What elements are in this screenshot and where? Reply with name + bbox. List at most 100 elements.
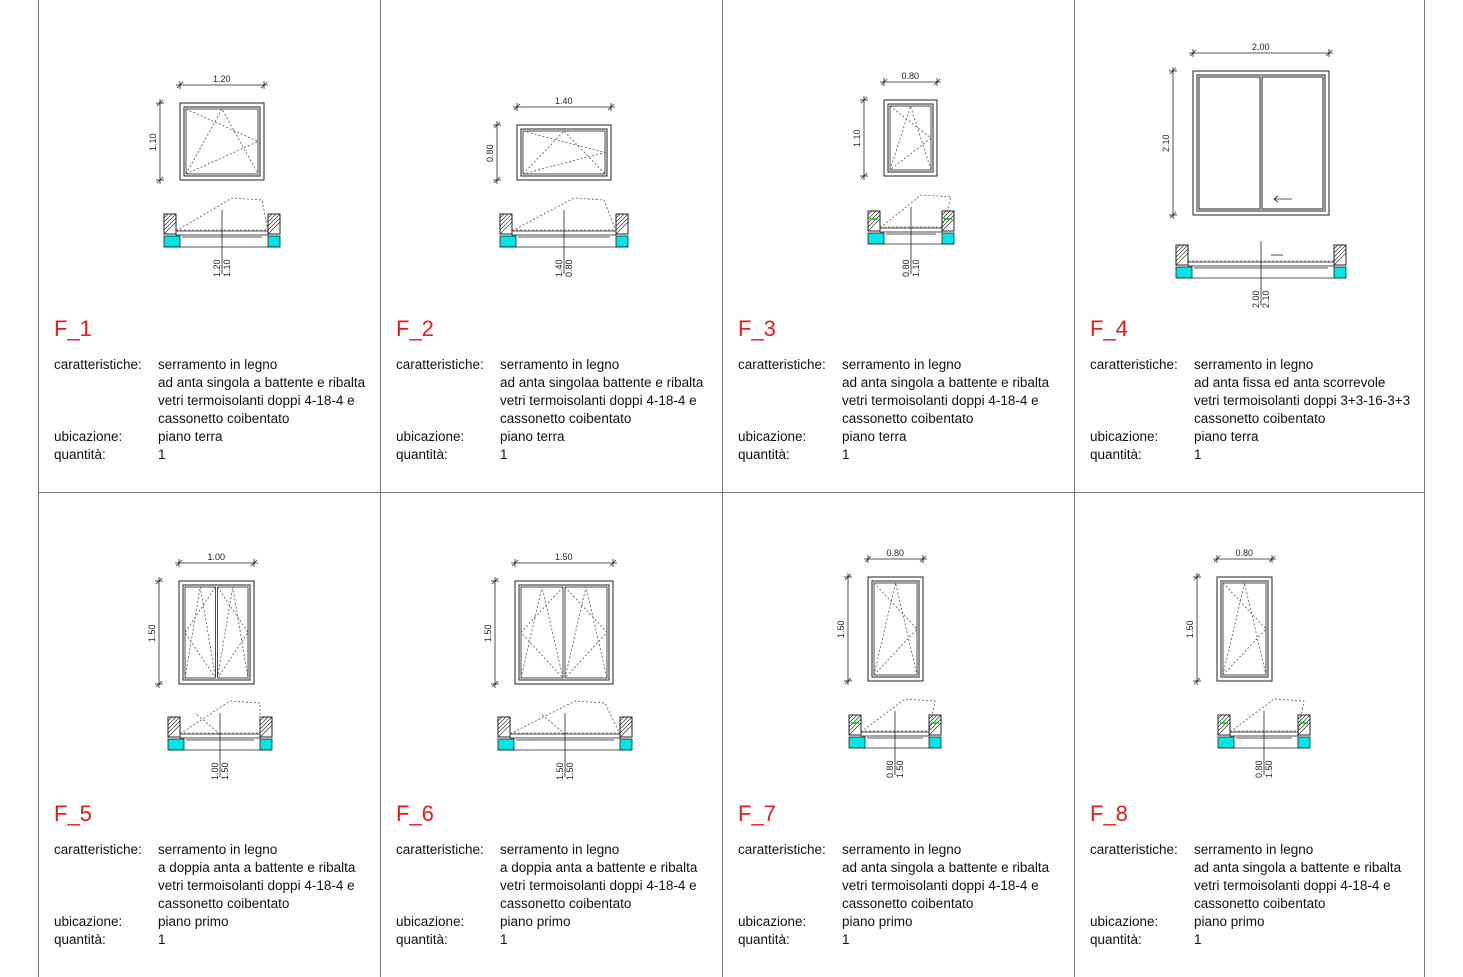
insulation-block: [267, 235, 281, 248]
window-drawing: [493, 103, 629, 274]
insulation-block: [941, 232, 955, 245]
height-label: 1.10: [148, 132, 158, 151]
label-ubicazione: ubicazione:: [1090, 429, 1159, 444]
label-caratteristiche: caratteristiche:: [54, 842, 142, 857]
swing-line: [185, 108, 259, 175]
insulation-block: [499, 235, 517, 248]
window-code: F_3: [738, 316, 776, 341]
section-label-width: 1.50: [555, 762, 565, 780]
description-line: vetri termoisolanti doppi 4-18-4 e: [500, 878, 697, 893]
label-ubicazione: ubicazione:: [54, 429, 123, 444]
description-line: serramento in legno: [158, 357, 278, 372]
description-line: ad anta singolaa battente e ribalta: [500, 375, 704, 390]
label-caratteristiche: caratteristiche:: [396, 357, 484, 372]
height-label: 1.10: [852, 129, 862, 147]
wall-section: [1175, 244, 1189, 266]
description-line: ad anta singola a battente e ribalta: [842, 860, 1050, 875]
insulation-block: [259, 738, 273, 751]
window-frame-outer: [883, 99, 938, 177]
quantity-value: 1: [1194, 932, 1202, 947]
window-frame-inner: [1196, 74, 1326, 212]
description-line: serramento in legno: [1194, 842, 1314, 857]
wall-section: [867, 210, 881, 232]
wall-section: [497, 716, 511, 738]
window-frame-inner: [182, 584, 251, 681]
tilt-line: [1222, 582, 1267, 676]
label-caratteristiche: caratteristiche:: [738, 357, 826, 372]
insulation-block: [848, 736, 866, 749]
insulation-block: [1297, 736, 1311, 749]
tilt-line: [520, 586, 564, 679]
swing-arc: [1229, 698, 1305, 733]
description-line: cassonetto coibentato: [158, 896, 290, 911]
description-line: vetri termoisolanti doppi 4-18-4 e: [158, 393, 355, 408]
quantity-value: 1: [500, 932, 508, 947]
description-line: cassonetto coibentato: [158, 411, 290, 426]
insulation-block: [619, 738, 633, 751]
window-drawing: [1169, 49, 1347, 305]
section-label-width: 0.80: [885, 760, 895, 778]
window-frame-inner: [887, 103, 934, 173]
sash: [564, 586, 608, 679]
tilt-line: [564, 586, 608, 679]
window-frame-inner: [183, 106, 261, 177]
wall-section: [267, 213, 281, 235]
sash: [522, 130, 606, 175]
description-line: serramento in legno: [500, 842, 620, 857]
width-label: 1.40: [555, 96, 573, 106]
swing-line: [522, 130, 607, 175]
insulation-block: [1333, 266, 1347, 279]
window-frame-outer: [179, 102, 265, 181]
section-label-width: 1.00: [210, 762, 220, 780]
swing-line: [520, 586, 564, 679]
insulation-block: [497, 738, 515, 751]
label-ubicazione: ubicazione:: [738, 914, 807, 929]
sash: [520, 586, 564, 679]
description-line: serramento in legno: [842, 842, 962, 857]
label-quantita: quantità:: [738, 447, 790, 462]
sash: [217, 586, 249, 679]
description-line: serramento in legno: [158, 842, 278, 857]
quantity-value: 1: [842, 932, 850, 947]
swing-line: [217, 586, 249, 679]
height-label: 1.50: [836, 620, 846, 638]
label-quantita: quantità:: [1090, 932, 1142, 947]
window-frame-inner: [1220, 580, 1269, 678]
window-drawing: [1193, 555, 1311, 775]
insulation-block: [163, 235, 181, 248]
swing-line: [1222, 582, 1267, 676]
wall-section: [499, 213, 513, 235]
quantity-value: 1: [842, 447, 850, 462]
width-label: 2.00: [1252, 42, 1270, 52]
label-caratteristiche: caratteristiche:: [1090, 357, 1178, 372]
swing-arc: [860, 698, 936, 733]
wall-section: [941, 210, 955, 232]
window-frame-outer: [516, 124, 612, 181]
wall-section: [1297, 714, 1311, 736]
width-label: 1.00: [207, 552, 226, 562]
sash: [873, 582, 918, 676]
height-label: 1.50: [1185, 620, 1195, 638]
swing-line: [889, 105, 932, 171]
width-label: 0.80: [886, 548, 905, 558]
description-line: vetri termoisolanti doppi 3+3-16-3+3: [1194, 393, 1411, 408]
window-frame-outer: [514, 580, 614, 685]
wall-section: [615, 213, 629, 235]
quantity-value: 1: [158, 932, 166, 947]
tilt-line: [522, 130, 606, 175]
description-line: ad anta singola a battente e ribalta: [842, 375, 1050, 390]
section-label-height: 2.10: [1261, 290, 1271, 308]
swing-arc: [179, 700, 261, 735]
description-line: cassonetto coibentato: [842, 411, 974, 426]
description-line: a doppia anta a battente e ribalta: [158, 860, 356, 875]
height-label: 2.10: [1161, 134, 1171, 152]
description-line: serramento in legno: [500, 357, 620, 372]
window-code: F_8: [1090, 801, 1128, 826]
wall-section: [167, 716, 181, 738]
location-value: piano terra: [500, 429, 565, 444]
